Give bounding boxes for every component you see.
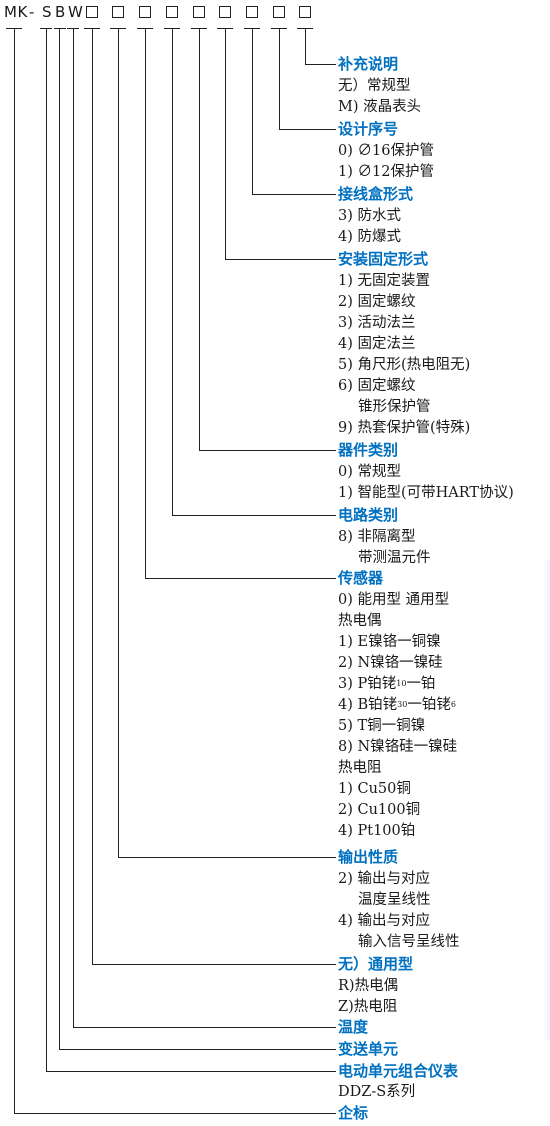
option-item: 1) 无固定装置 <box>338 273 430 289</box>
code-slot-box <box>246 6 258 18</box>
option-item: 8) 非隔离型 <box>338 529 416 545</box>
connector-line <box>59 1049 336 1050</box>
connector-line <box>46 1071 336 1072</box>
connector-line <box>145 28 146 578</box>
section-heading-mounting: 安装固定形式 <box>338 250 429 268</box>
code-slot-box <box>166 6 178 18</box>
code-slot-box <box>112 6 124 18</box>
connector-line <box>279 28 280 129</box>
connector-line <box>305 64 336 65</box>
option-item: DDZ-S系列 <box>338 1084 416 1100</box>
model-letter-b: B <box>55 3 66 21</box>
option-item: 0) 常规型 <box>338 464 401 480</box>
option-item-text: 一铂铑 <box>407 697 451 713</box>
subscript: 6 <box>450 700 456 709</box>
edge-shading <box>542 560 550 1040</box>
section-heading-circuit-type: 电路类别 <box>338 506 399 524</box>
connector-line <box>118 28 119 857</box>
connector-line <box>118 857 336 858</box>
connector-line <box>252 194 336 195</box>
subscript: 30 <box>397 700 408 709</box>
connector-line <box>225 259 336 260</box>
option-item: M) 液晶表头 <box>338 99 422 115</box>
code-slot-box <box>139 6 151 18</box>
option-item: 1) ∅12保护管 <box>338 164 434 180</box>
option-item: 2) 固定螺纹 <box>338 294 416 310</box>
option-item: 6) 固定螺纹 <box>338 378 416 394</box>
subgroup-label-rtd: 热电阻 <box>338 760 382 776</box>
option-item-text: 3) P铂铑 <box>338 676 397 692</box>
section-heading-general-type: 无）通用型 <box>338 955 414 973</box>
option-item-continuation: 带测温元件 <box>358 550 431 566</box>
option-item: 3) P铂铑10一铂 <box>338 674 435 694</box>
section-heading-enterprise-standard: 企标 <box>338 1104 369 1122</box>
connector-line <box>172 28 173 515</box>
section-heading-electric-unit: 电动单元组合仪表 <box>338 1062 459 1080</box>
section-heading-transmitter-unit: 变送单元 <box>338 1040 399 1058</box>
option-item: 5) 角尺形(热电阻无) <box>338 357 471 373</box>
connector-line <box>305 28 306 64</box>
option-item-continuation: 输入信号呈线性 <box>358 934 460 950</box>
option-item: 2) N镍铬一镍硅 <box>338 655 443 671</box>
option-item: 4) 输出与对应 <box>338 913 430 929</box>
connector-line <box>46 28 47 1071</box>
connector-line <box>73 1027 336 1028</box>
option-item: Z)热电阻 <box>338 999 398 1015</box>
model-prefix: MK <box>4 3 28 21</box>
connector-line <box>73 28 74 1027</box>
subscript: 10 <box>396 679 407 688</box>
section-heading-device-type: 器件类别 <box>338 441 399 459</box>
section-heading-junction-box: 接线盒形式 <box>338 185 414 203</box>
option-item: 3) 防水式 <box>338 208 401 224</box>
option-item: 1) 智能型(可带HART协议) <box>338 485 514 501</box>
code-slot-box <box>219 6 231 18</box>
section-heading-output: 输出性质 <box>338 848 399 866</box>
model-letter-w: W <box>68 3 84 21</box>
option-item: 0) 能用型 通用型 <box>338 592 450 608</box>
option-item: 无）常规型 <box>338 78 411 94</box>
connector-line <box>14 28 15 1113</box>
connector-line <box>92 964 336 965</box>
option-item: 4) 防爆式 <box>338 229 401 245</box>
code-underline <box>54 28 66 29</box>
connector-line <box>145 578 336 579</box>
section-heading-temperature: 温度 <box>338 1018 369 1036</box>
option-item: 5) T铜一铜镍 <box>338 718 426 734</box>
model-letter-s: S <box>42 3 53 21</box>
option-item: 8) N镍铬硅一镍硅 <box>338 739 458 755</box>
code-slot-box <box>299 6 311 18</box>
section-heading-supplement: 补充说明 <box>338 55 399 73</box>
option-item: 2) 输出与对应 <box>338 871 430 887</box>
option-item-continuation: 锥形保护管 <box>358 399 431 415</box>
option-item: 4) B铂铑30一铂铑6 <box>338 695 456 715</box>
option-item: 4) Pt100铂 <box>338 823 416 839</box>
connector-line <box>252 28 253 194</box>
option-item: 4) 固定法兰 <box>338 336 416 352</box>
code-slot-box <box>86 6 98 18</box>
connector-line <box>14 1113 336 1114</box>
connector-line <box>92 28 93 964</box>
option-item: 1) E镍铬一铜镍 <box>338 634 441 650</box>
option-item: 0) ∅16保护管 <box>338 143 434 159</box>
connector-line <box>279 129 336 130</box>
connector-line <box>225 28 226 259</box>
option-item: 2) Cu100铜 <box>338 802 421 818</box>
connector-line <box>199 28 200 450</box>
option-item-text: 4) B铂铑 <box>338 697 398 713</box>
option-item-continuation: 温度呈线性 <box>358 892 431 908</box>
option-item-text: 一铂 <box>406 676 436 692</box>
option-item: 1) Cu50铜 <box>338 781 411 797</box>
option-item: R)热电偶 <box>338 978 399 994</box>
subgroup-label-thermocouple: 热电偶 <box>338 613 382 629</box>
connector-line <box>172 515 336 516</box>
option-item: 9) 热套保护管(特殊) <box>338 420 471 436</box>
option-item: 3) 活动法兰 <box>338 315 416 331</box>
connector-line <box>59 28 60 1049</box>
section-heading-sensor: 传感器 <box>338 569 384 587</box>
code-slot-box <box>273 6 285 18</box>
code-slot-box <box>193 6 205 18</box>
model-dash: - <box>29 3 35 21</box>
connector-line <box>199 450 336 451</box>
section-heading-design-number: 设计序号 <box>338 120 399 138</box>
